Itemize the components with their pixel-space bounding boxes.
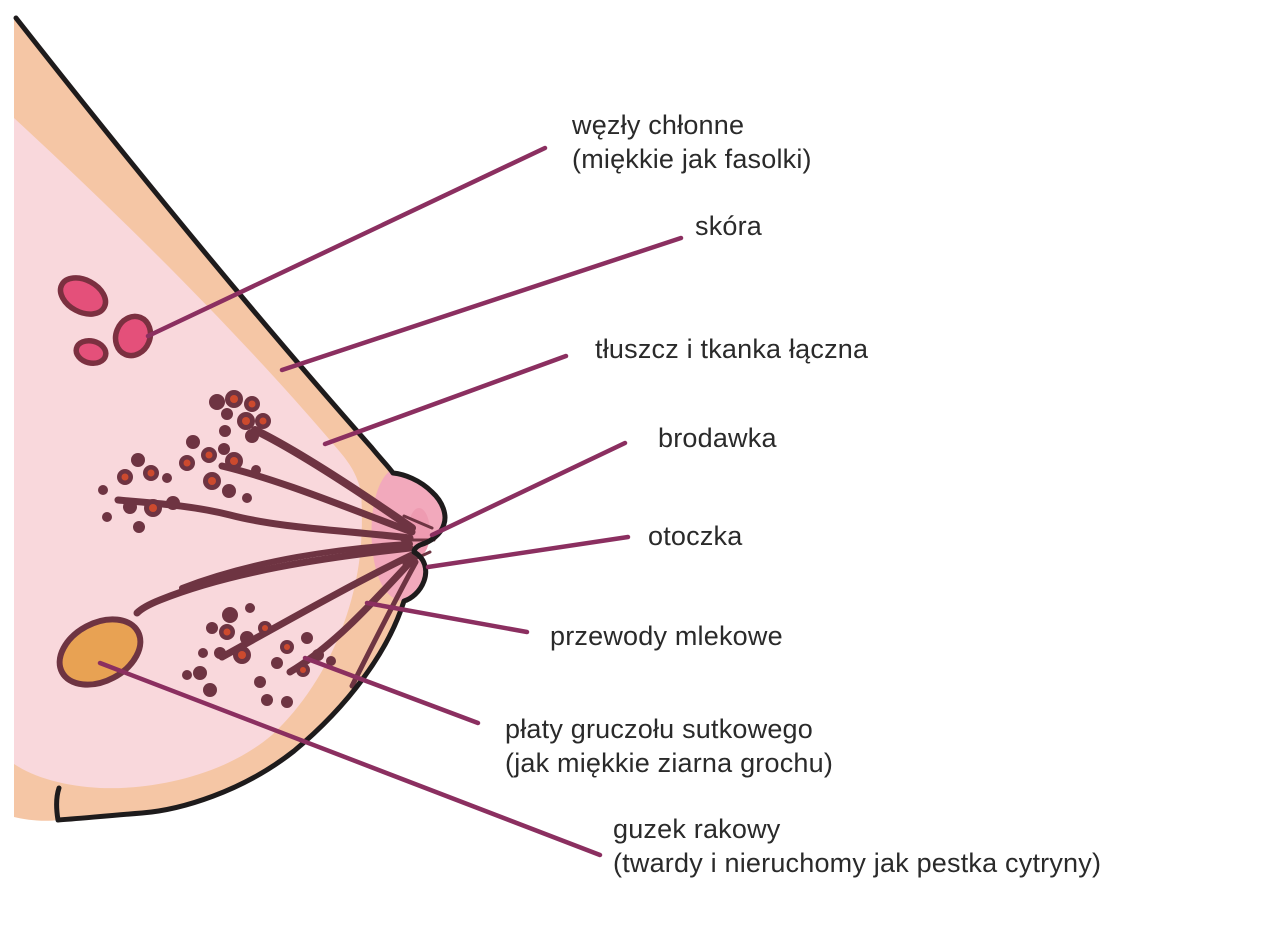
label-fat: tłuszcz i tkanka łączna [595,332,868,366]
breast-outline [13,15,448,823]
duct-whisker [402,550,432,566]
tumor-shape [56,616,144,688]
leader-lymph-nodes [145,145,548,339]
label-milk-ducts-line1: przewody mlekowe [550,621,783,651]
label-tumor-line2: (twardy i nieruchomy jak pestka cytryny) [613,848,1102,878]
label-nipple: brodawka [658,421,777,455]
label-areola: otoczka [648,519,742,553]
lobule-cluster-lower [182,603,336,708]
lobule-cluster-left [98,453,180,533]
label-tumor-line1: guzek rakowy [613,814,781,844]
leader-skin [279,235,684,373]
label-tumor: guzek rakowy (twardy i nieruchomy jak pe… [613,812,1101,880]
milk-duct [218,551,416,661]
label-nipple-line1: brodawka [658,423,777,453]
milk-duct [179,541,413,591]
duct-whisker [402,514,434,530]
leader-tumor [97,660,603,858]
milk-duct [218,462,416,536]
leader-lobes [302,655,481,726]
label-lymph-nodes-line1: węzły chłonne [572,110,745,140]
label-lymph-nodes: węzły chłonne (miękkie jak fasolki) [572,108,812,176]
label-lymph-nodes-line2: (miękkie jak fasolki) [572,144,812,174]
lobule-cluster-upper [162,390,271,503]
fat-tissue-layer [14,118,362,789]
leader-nipple [429,440,628,538]
leader-fat [322,353,569,447]
label-lobes-line1: płaty gruczołu sutkowego [505,714,813,744]
leader-lines [97,145,684,858]
lymph-nodes [57,275,154,367]
lymph-node [112,313,154,359]
milk-duct [251,426,416,532]
leader-areola [425,534,631,570]
leader-milk-ducts [364,600,530,635]
label-milk-ducts: przewody mlekowe [550,619,783,653]
lymph-node [57,275,109,317]
milk-ducts-lower [133,544,419,689]
milk-duct-to-tumor [133,544,414,617]
label-fat-line1: tłuszcz i tkanka łączna [595,334,869,364]
label-skin: skóra [695,209,762,243]
lymph-node [73,337,109,367]
label-skin-line1: skóra [695,211,763,241]
label-areola-line1: otoczka [648,521,743,551]
milk-duct [349,559,419,689]
milk-duct [286,554,418,676]
label-lobes: płaty gruczołu sutkowego (jak miękkie zi… [505,712,833,780]
label-lobes-line2: (jak miękkie ziarna grochu) [505,748,834,778]
